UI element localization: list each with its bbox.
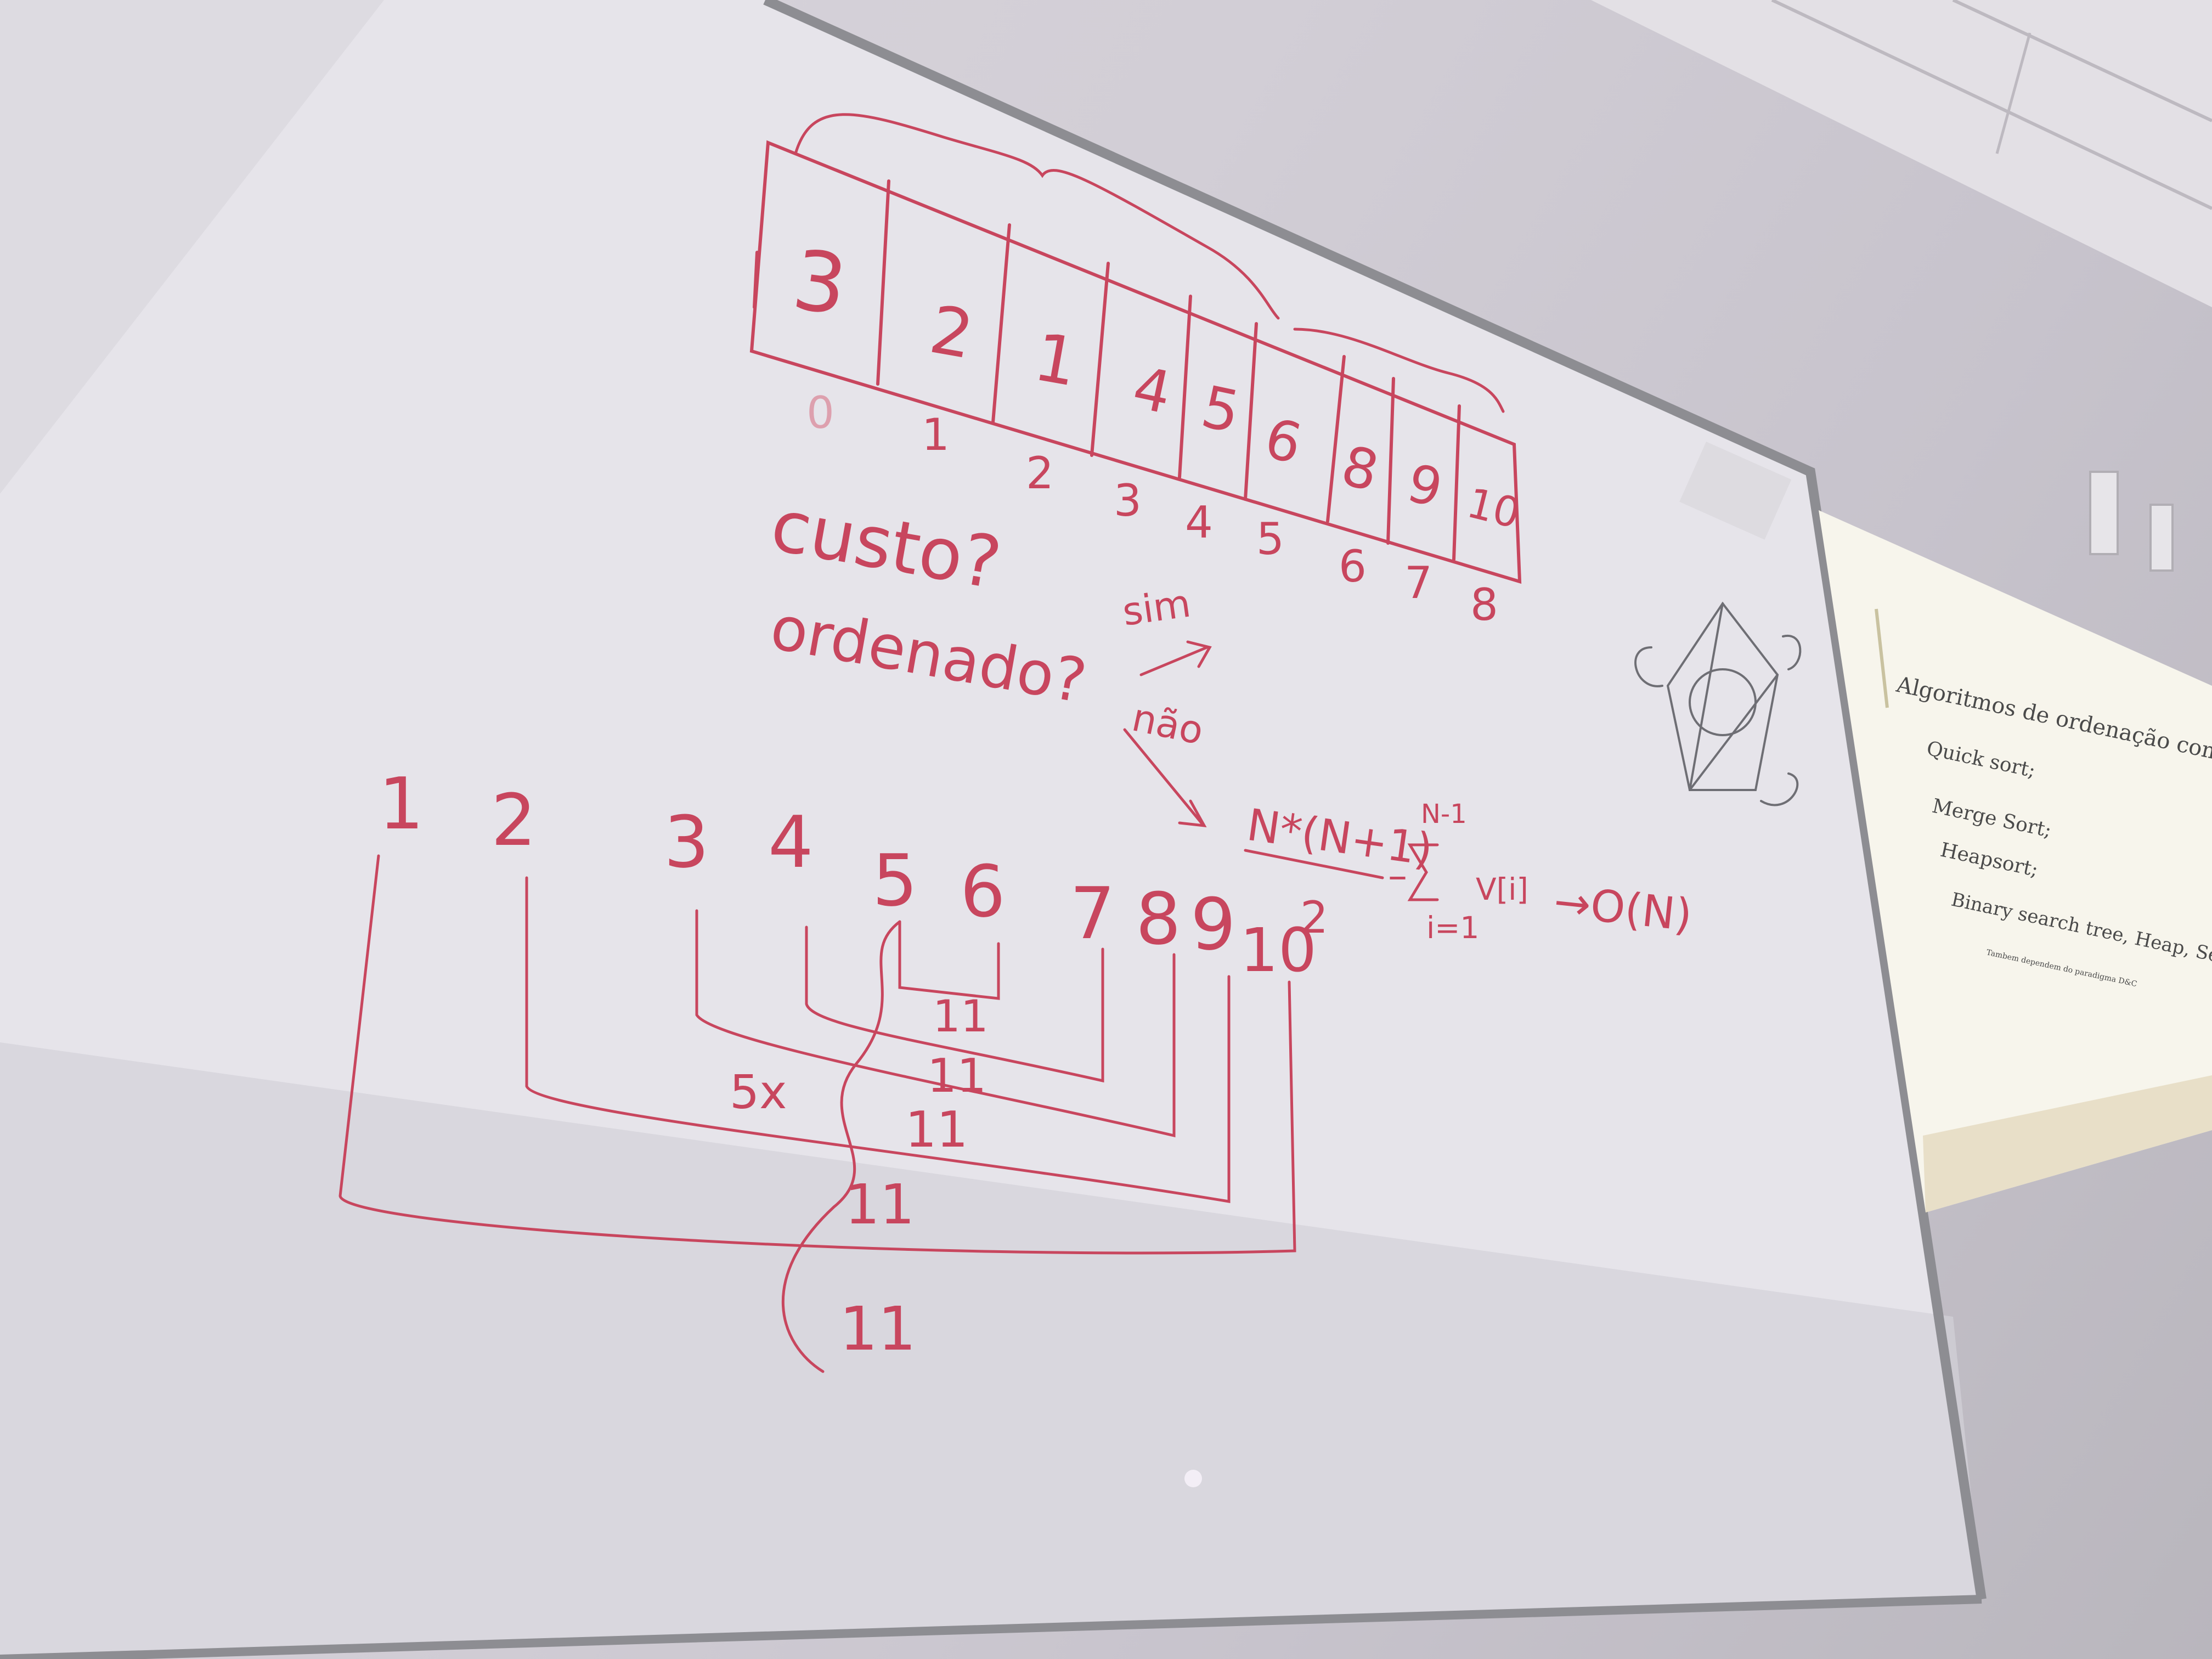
formula-sum-term: V[i]	[1476, 872, 1528, 907]
sequence-number: 3	[664, 800, 709, 884]
sequence-number: 1	[379, 762, 424, 845]
pair-sum: 11	[933, 991, 989, 1042]
graph-sketch	[1634, 601, 1802, 806]
sequence-number: 10	[1240, 915, 1317, 985]
sequence-row: 1 2 3 4 5 6 7 8 9 10	[379, 762, 1317, 985]
pair-sum: 11	[927, 1049, 986, 1103]
sequence-number: 8	[1136, 877, 1181, 961]
array-index: 7	[1404, 557, 1432, 608]
pair-sums: 11 11 11 11 11 5x	[730, 991, 989, 1364]
projector-screen	[1819, 510, 2212, 1212]
sequence-number: 2	[491, 778, 537, 862]
array-index: 5	[1256, 514, 1284, 565]
formula-denominator: 2	[1300, 892, 1328, 943]
ceiling	[1591, 0, 2212, 307]
sequence-number: 9	[1190, 883, 1236, 966]
array-index: 0	[806, 387, 834, 438]
whiteboard-frame	[763, 0, 1987, 1600]
sequence-number: 5	[872, 839, 918, 922]
formula-sum-lower: i=1	[1426, 910, 1479, 945]
array-index: 4	[1185, 497, 1213, 548]
pair-sum: 11	[845, 1172, 915, 1237]
formula-sum-upper: N-1	[1421, 799, 1467, 830]
branch-yes: sim	[1120, 580, 1193, 634]
pairing-curves	[338, 854, 1296, 1373]
decision-arrows	[1123, 640, 1212, 828]
array-box	[749, 140, 1522, 584]
array-index: 3	[1114, 475, 1142, 526]
pair-sum: 11	[839, 1294, 916, 1364]
sequence-number: 6	[960, 850, 1006, 933]
array-index: 2	[1026, 448, 1054, 499]
sequence-number: 4	[768, 800, 814, 884]
pair-sum: 11	[905, 1101, 968, 1159]
array-braces	[794, 113, 1505, 413]
array-index: 1	[922, 409, 950, 460]
array-index: 8	[1470, 579, 1498, 630]
index-row: 0 1 2 3 4 5 6 7 8	[806, 387, 1498, 630]
formula-minus: –	[1388, 853, 1407, 898]
formula: N*(N+1) 2 – N-1 i=1 V[i] →O(N)	[1244, 799, 1694, 945]
sequence-number: 7	[1070, 872, 1115, 955]
glare	[1184, 1470, 1202, 1487]
array-index: 6	[1339, 541, 1367, 592]
formula-lines	[1244, 843, 1439, 901]
multiplier-label: 5x	[730, 1065, 787, 1120]
